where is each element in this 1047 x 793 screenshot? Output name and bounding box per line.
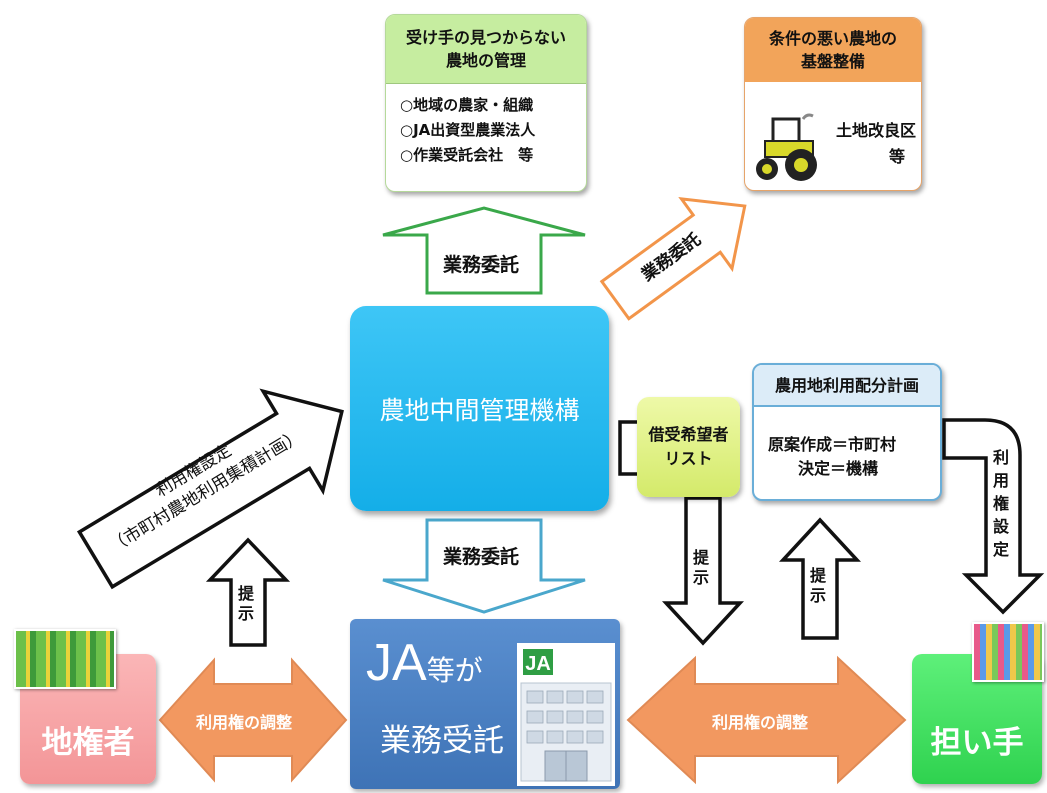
- present-right-label: 提示: [810, 566, 827, 605]
- ja-building-icon: JA: [517, 643, 615, 786]
- center-org-box: 農地中間管理機構: [350, 306, 609, 511]
- landowner-illustration: [14, 629, 116, 689]
- ja-box: JA等が 業務受託 JA: [350, 619, 620, 789]
- green-box-item: ○地域の農家・組織: [400, 96, 534, 114]
- plan-box: 農用地利用配分計画 原案作成＝市町村 決定＝機構: [752, 363, 942, 501]
- green-box-title-1: 受け手の見つからない: [405, 28, 566, 47]
- applicants-box: 借受希望者 リスト: [637, 397, 740, 497]
- ja-small-text: 等が: [426, 654, 483, 687]
- adjust-left-label: 利用権の調整: [196, 713, 293, 732]
- diag-arrow-orange: [599, 197, 747, 321]
- farmer-label: 担い手: [930, 724, 1024, 761]
- orange-box-header: 条件の悪い農地の 基盤整備: [745, 18, 921, 82]
- present-arrow-mid: [661, 496, 745, 646]
- green-box-list: ○地域の農家・組織 ○JA出資型農業法人 ○作業受託会社 等: [400, 93, 535, 168]
- green-box: 受け手の見つからない 農地の管理 ○地域の農家・組織 ○JA出資型農業法人 ○作…: [385, 14, 587, 192]
- applicants-line2: リスト: [664, 449, 713, 468]
- plan-box-title: 農用地利用配分計画: [774, 375, 919, 395]
- plan-box-line2: 決定＝機構: [798, 459, 879, 478]
- green-box-title-2: 農地の管理: [445, 51, 526, 70]
- plan-box-line1: 原案作成＝市町村: [768, 435, 897, 454]
- present-mid-label: 提示: [693, 548, 710, 587]
- applicants-line1: 借受希望者: [648, 425, 729, 444]
- center-org-label: 農地中間管理機構: [379, 395, 580, 425]
- green-box-item: ○JA出資型農業法人: [400, 121, 536, 139]
- green-box-item: ○作業受託会社 等: [400, 146, 534, 164]
- landowner-label: 地権者: [41, 724, 135, 761]
- up-arrow-green: [382, 206, 586, 295]
- plan-box-header: 農用地利用配分計画: [754, 365, 940, 405]
- ja-logo-text: JA: [525, 653, 551, 675]
- ja-big-text: JA: [366, 634, 427, 692]
- farmer-illustration: [972, 622, 1044, 682]
- orange-box-body-2: 等: [889, 147, 906, 166]
- up-arrow-label: 業務委託: [443, 254, 520, 276]
- adjust-arrow-left: [158, 657, 348, 783]
- tractor-icon: [756, 113, 817, 181]
- bracket-line: [618, 420, 640, 476]
- adjust-arrow-right: [626, 655, 907, 785]
- orange-box-body-1: 土地改良区: [836, 121, 917, 140]
- adjust-right-label: 利用権の調整: [712, 713, 809, 732]
- ja-box-line2: 業務受託: [380, 723, 504, 759]
- down-arrow-blue: [382, 518, 586, 614]
- ja-box-line1: JA等が: [366, 633, 483, 693]
- present-arrow-right: [778, 517, 862, 640]
- bent-arrow-right: [942, 418, 1045, 615]
- orange-box: 条件の悪い農地の 基盤整備 土地改良区 等: [744, 17, 922, 191]
- present-left-label: 提示: [238, 584, 255, 623]
- orange-box-title-2: 基盤整備: [800, 52, 865, 71]
- present-arrow-left: [205, 537, 291, 647]
- diag-arrow-black: [76, 388, 344, 590]
- down-arrow-label: 業務委託: [443, 546, 520, 568]
- right-vertical-label: 利用権設定: [993, 448, 1010, 559]
- green-box-header: 受け手の見つからない 農地の管理: [386, 15, 586, 83]
- orange-box-title-1: 条件の悪い農地の: [768, 29, 897, 48]
